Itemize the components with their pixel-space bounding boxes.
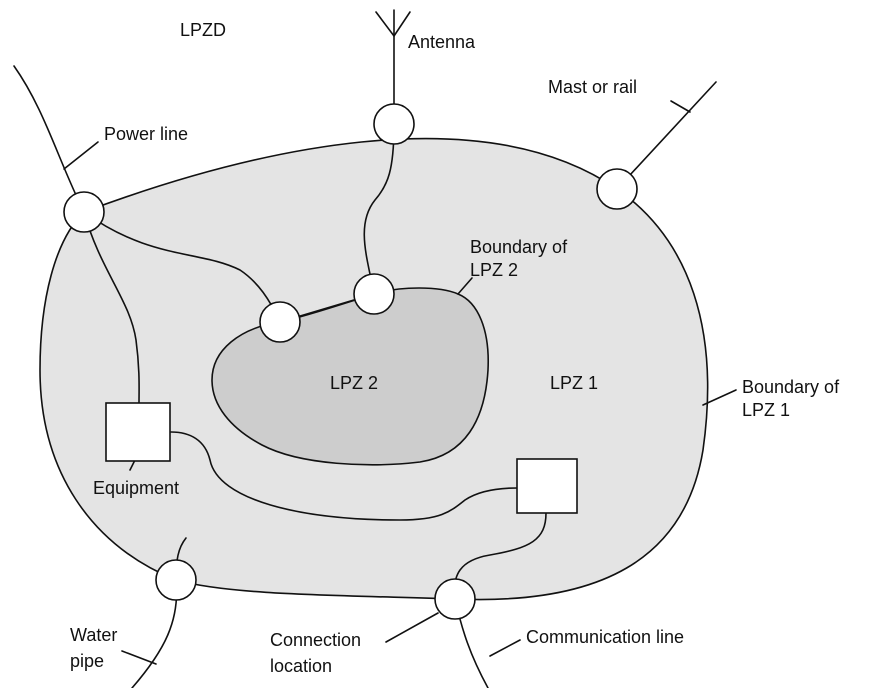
power-line-label: Power line [104,124,188,144]
power-line-cable [13,65,85,213]
boundary-lpz2-label-line2: LPZ 2 [470,260,518,280]
power-to-equipment-wire [83,211,140,404]
communication-line-label: Communication line [526,627,684,647]
water-pipe-leader [121,650,157,665]
connection-junction [434,578,476,620]
antenna-label: Antenna [408,32,476,52]
equipment-box-left [105,402,171,462]
lpzd-label: LPZD [180,20,226,40]
lpz1-label: LPZ 1 [550,373,598,393]
antenna-to-lpz2-wire [363,123,395,295]
connection-location-leader [385,612,439,643]
mast-label: Mast or rail [548,77,637,97]
equipment-box-right [516,458,578,514]
communication-leader [489,639,521,657]
antenna-right-prong [393,11,411,37]
mast-junction [596,168,638,210]
power-line-leader [63,141,99,170]
boundary-lpz2-leader [457,277,473,295]
equipment-label: Equipment [93,478,179,498]
antenna-junction [373,103,415,145]
lpz2-junction-right [353,273,395,315]
water-pipe-label-line2: pipe [70,651,104,671]
power-line-junction [63,191,105,233]
water-pipe-junction [155,559,197,601]
lpz2-junction-left [259,301,301,343]
boundary-lpz1-label-line2: LPZ 1 [742,400,790,420]
antenna-left-prong [375,11,395,37]
mast-rail-leader [670,100,691,113]
connection-location-label-line1: Connection [270,630,361,650]
connection-location-label-line2: location [270,656,332,676]
power-to-lpz2-wire [83,211,281,323]
mast-rail-line [616,81,717,190]
water-pipe-label-line1: Water [70,625,117,645]
boundary-lpz2-label-line1: Boundary of [470,237,568,257]
boundary-lpz1-label-line1: Boundary of [742,377,840,397]
lpz2-label: LPZ 2 [330,373,378,393]
boundary-lpz1-leader [702,389,737,406]
equipment-link-wire [170,431,518,521]
